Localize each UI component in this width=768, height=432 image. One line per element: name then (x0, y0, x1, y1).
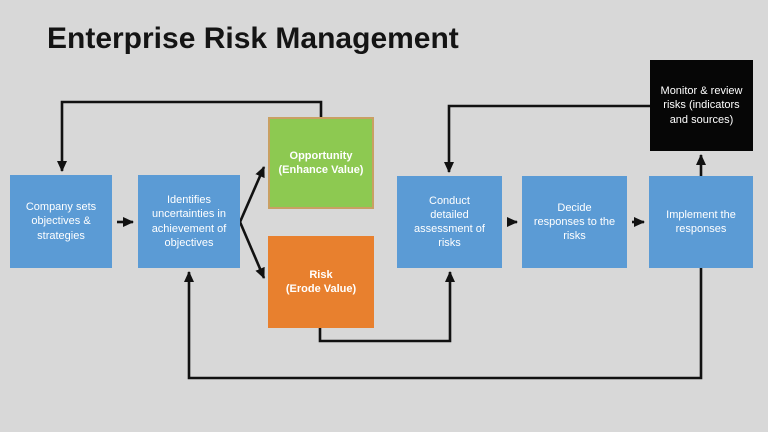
node-company-label: Company sets objectives & strategies (25, 201, 97, 242)
node-decide-label: Decide responses to the risks (533, 201, 616, 243)
node-identify-label: Identifies uncertainties in achievement … (151, 194, 227, 249)
node-company-sets-objectives: Company sets objectives & strategies (10, 175, 112, 268)
node-opportunity: Opportunity (Enhance Value) (268, 117, 374, 209)
arrow-implement-feedback-to-identify (184, 268, 703, 380)
node-implement-label: Implement the responses (666, 208, 736, 235)
node-risk: Risk (Erode Value) (268, 236, 374, 328)
page-title: Enterprise Risk Management (47, 22, 459, 55)
node-assess-label: Conduct detailed assessment of risks (414, 194, 485, 250)
arrow-risk-to-assess (318, 271, 455, 343)
node-risk-label: Risk (Erode Value) (285, 268, 357, 295)
arrow-monitor-to-assess (444, 104, 650, 173)
node-conduct-assessment: Conduct detailed assessment of risks (397, 176, 502, 268)
arrow-identify-to-risk (238, 221, 266, 279)
node-monitor-review: Monitor & review risks (indicators and s… (650, 60, 753, 151)
arrow-opportunity-feedback-to-company (57, 100, 323, 172)
node-implement-responses: Implement the responses (649, 176, 753, 268)
node-decide-responses: Decide responses to the risks (522, 176, 627, 268)
arrow-identify-to-opportunity (238, 166, 266, 223)
node-opportunity-label: Opportunity (Enhance Value) (278, 149, 364, 176)
node-monitor-label: Monitor & review risks (indicators and s… (660, 85, 743, 126)
node-identifies-uncertainties: Identifies uncertainties in achievement … (138, 175, 240, 268)
